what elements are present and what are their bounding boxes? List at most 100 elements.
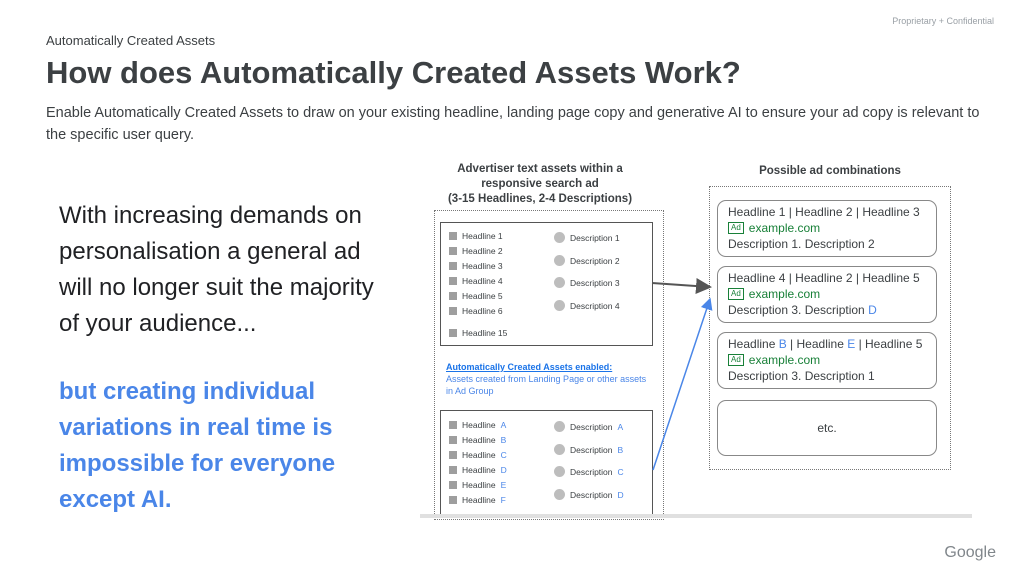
- description-letter: B: [617, 444, 624, 455]
- description-item: Description 3: [554, 277, 620, 288]
- headline-letter: F: [500, 495, 506, 505]
- circle-icon: [554, 300, 565, 311]
- square-icon: [449, 481, 457, 489]
- headline-label: Headline: [462, 480, 496, 490]
- description-label: Description 4: [570, 300, 620, 311]
- headline-label: Headline: [462, 465, 496, 475]
- headline-label: Headline 3: [462, 261, 503, 271]
- auto-headline-item: Headline F: [449, 495, 506, 505]
- connector-arrows: [651, 278, 713, 471]
- aca-enabled-title: Automatically Created Assets enabled:: [446, 362, 613, 372]
- description-label: Description: [570, 444, 613, 455]
- existing-assets-box: Headline 1 Headline 2 Headline 3 Headlin…: [440, 222, 653, 346]
- auto-description-item: Description D: [554, 489, 624, 500]
- headline-letter: A: [500, 420, 507, 430]
- page-title: How does Automatically Created Assets Wo…: [46, 55, 741, 90]
- headline-label: Headline: [462, 420, 496, 430]
- description-label: Description: [570, 466, 613, 477]
- circle-icon: [554, 421, 565, 432]
- image-bottom-bar: [420, 514, 972, 518]
- circle-icon: [554, 232, 565, 243]
- ad-headline-letter: B: [778, 337, 787, 351]
- square-icon: [449, 496, 457, 504]
- personalisation-statement: With increasing demands on personalisati…: [59, 202, 374, 337]
- headline-label: Headline 1: [462, 231, 503, 241]
- description-item: Description 4: [554, 300, 620, 311]
- ad-headline-line: Headline B | Headline E | Headline 5: [728, 336, 936, 352]
- auto-description-item: Description C: [554, 466, 624, 477]
- aca-enabled-note: Automatically Created Assets enabled: As…: [446, 361, 651, 397]
- ad-headline-letter: E: [847, 337, 856, 351]
- ai-statement: but creating individual variations in re…: [59, 378, 336, 513]
- aca-enabled-text: Assets created from Landing Page or othe…: [446, 374, 647, 396]
- ad-description-line: Description 3. Description 1: [728, 369, 875, 383]
- headline-label: Headline 2: [462, 246, 503, 256]
- ad-badge: Ad: [728, 288, 744, 300]
- headline-label: Headline: [462, 450, 496, 460]
- square-icon: [449, 292, 457, 300]
- headline-item: Headline 6: [449, 306, 503, 316]
- circle-icon: [554, 489, 565, 500]
- ad-url: example.com: [748, 221, 821, 235]
- advertiser-assets-heading: Advertiser text assets within a responsi…: [420, 162, 660, 207]
- headline-item: Headline 4: [449, 276, 503, 286]
- ad-url: example.com: [748, 353, 821, 367]
- description-label: Description: [570, 489, 613, 500]
- square-icon: [449, 436, 457, 444]
- advertiser-heading-line: (3-15 Headlines, 2-4 Descriptions): [447, 193, 633, 205]
- existing-assets-arrow: [651, 278, 712, 295]
- square-icon: [449, 421, 457, 429]
- ad-headline-text: Headline: [728, 337, 779, 351]
- description-label: Description: [570, 421, 613, 432]
- description-letter: C: [617, 466, 624, 477]
- auto-assets-arrow: [652, 297, 713, 471]
- ad-url-line: Ad example.com: [728, 352, 936, 368]
- auto-description-item: Description B: [554, 444, 623, 455]
- description-letter: D: [617, 489, 624, 500]
- circle-icon: [554, 255, 565, 266]
- square-icon: [449, 232, 457, 240]
- ad-headline-text: | Headline: [786, 337, 848, 351]
- confidential-label: Proprietary + Confidential: [892, 16, 994, 26]
- combinations-heading: Possible ad combinations: [759, 165, 901, 177]
- breadcrumb: Automatically Created Assets: [46, 33, 216, 48]
- headline-item: Headline 5: [449, 291, 503, 301]
- headline-letter: B: [500, 435, 507, 445]
- description-item: Description 1: [554, 232, 620, 243]
- headline-label: Headline: [462, 435, 496, 445]
- advertiser-assets-container: [434, 210, 664, 520]
- headline-item: Headline 1: [449, 231, 503, 241]
- ad-headline-text: | Headline 5: [855, 337, 923, 351]
- auto-description-item: Description A: [554, 421, 623, 432]
- description-letter: A: [617, 421, 624, 432]
- circle-icon: [554, 277, 565, 288]
- headline-label: Headline 5: [462, 291, 503, 301]
- headline-letter: E: [500, 480, 507, 490]
- auto-headline-item: Headline B: [449, 435, 506, 445]
- advertiser-heading-line: responsive search ad: [481, 178, 599, 190]
- square-icon: [449, 466, 457, 474]
- square-icon: [449, 247, 457, 255]
- square-icon: [449, 262, 457, 270]
- google-logo: Google: [944, 544, 996, 561]
- ad-description-line: Description 1. Description 2: [728, 237, 875, 251]
- headline-label: Headline 4: [462, 276, 503, 286]
- ad-url: example.com: [748, 287, 821, 301]
- combinations-container: [709, 186, 951, 470]
- page-subtitle: Enable Automatically Created Assets to d…: [46, 105, 980, 143]
- headline-label: Headline: [462, 495, 496, 505]
- square-icon: [449, 277, 457, 285]
- headline-label: Headline 15: [462, 328, 508, 338]
- ad-url-line: Ad example.com: [728, 286, 936, 302]
- description-label: Description 2: [570, 255, 620, 266]
- ad-badge: Ad: [728, 354, 744, 366]
- headline-item: Headline 2: [449, 246, 503, 256]
- headline-item: Headline 15: [449, 328, 507, 338]
- headline-label: Headline 6: [462, 306, 503, 316]
